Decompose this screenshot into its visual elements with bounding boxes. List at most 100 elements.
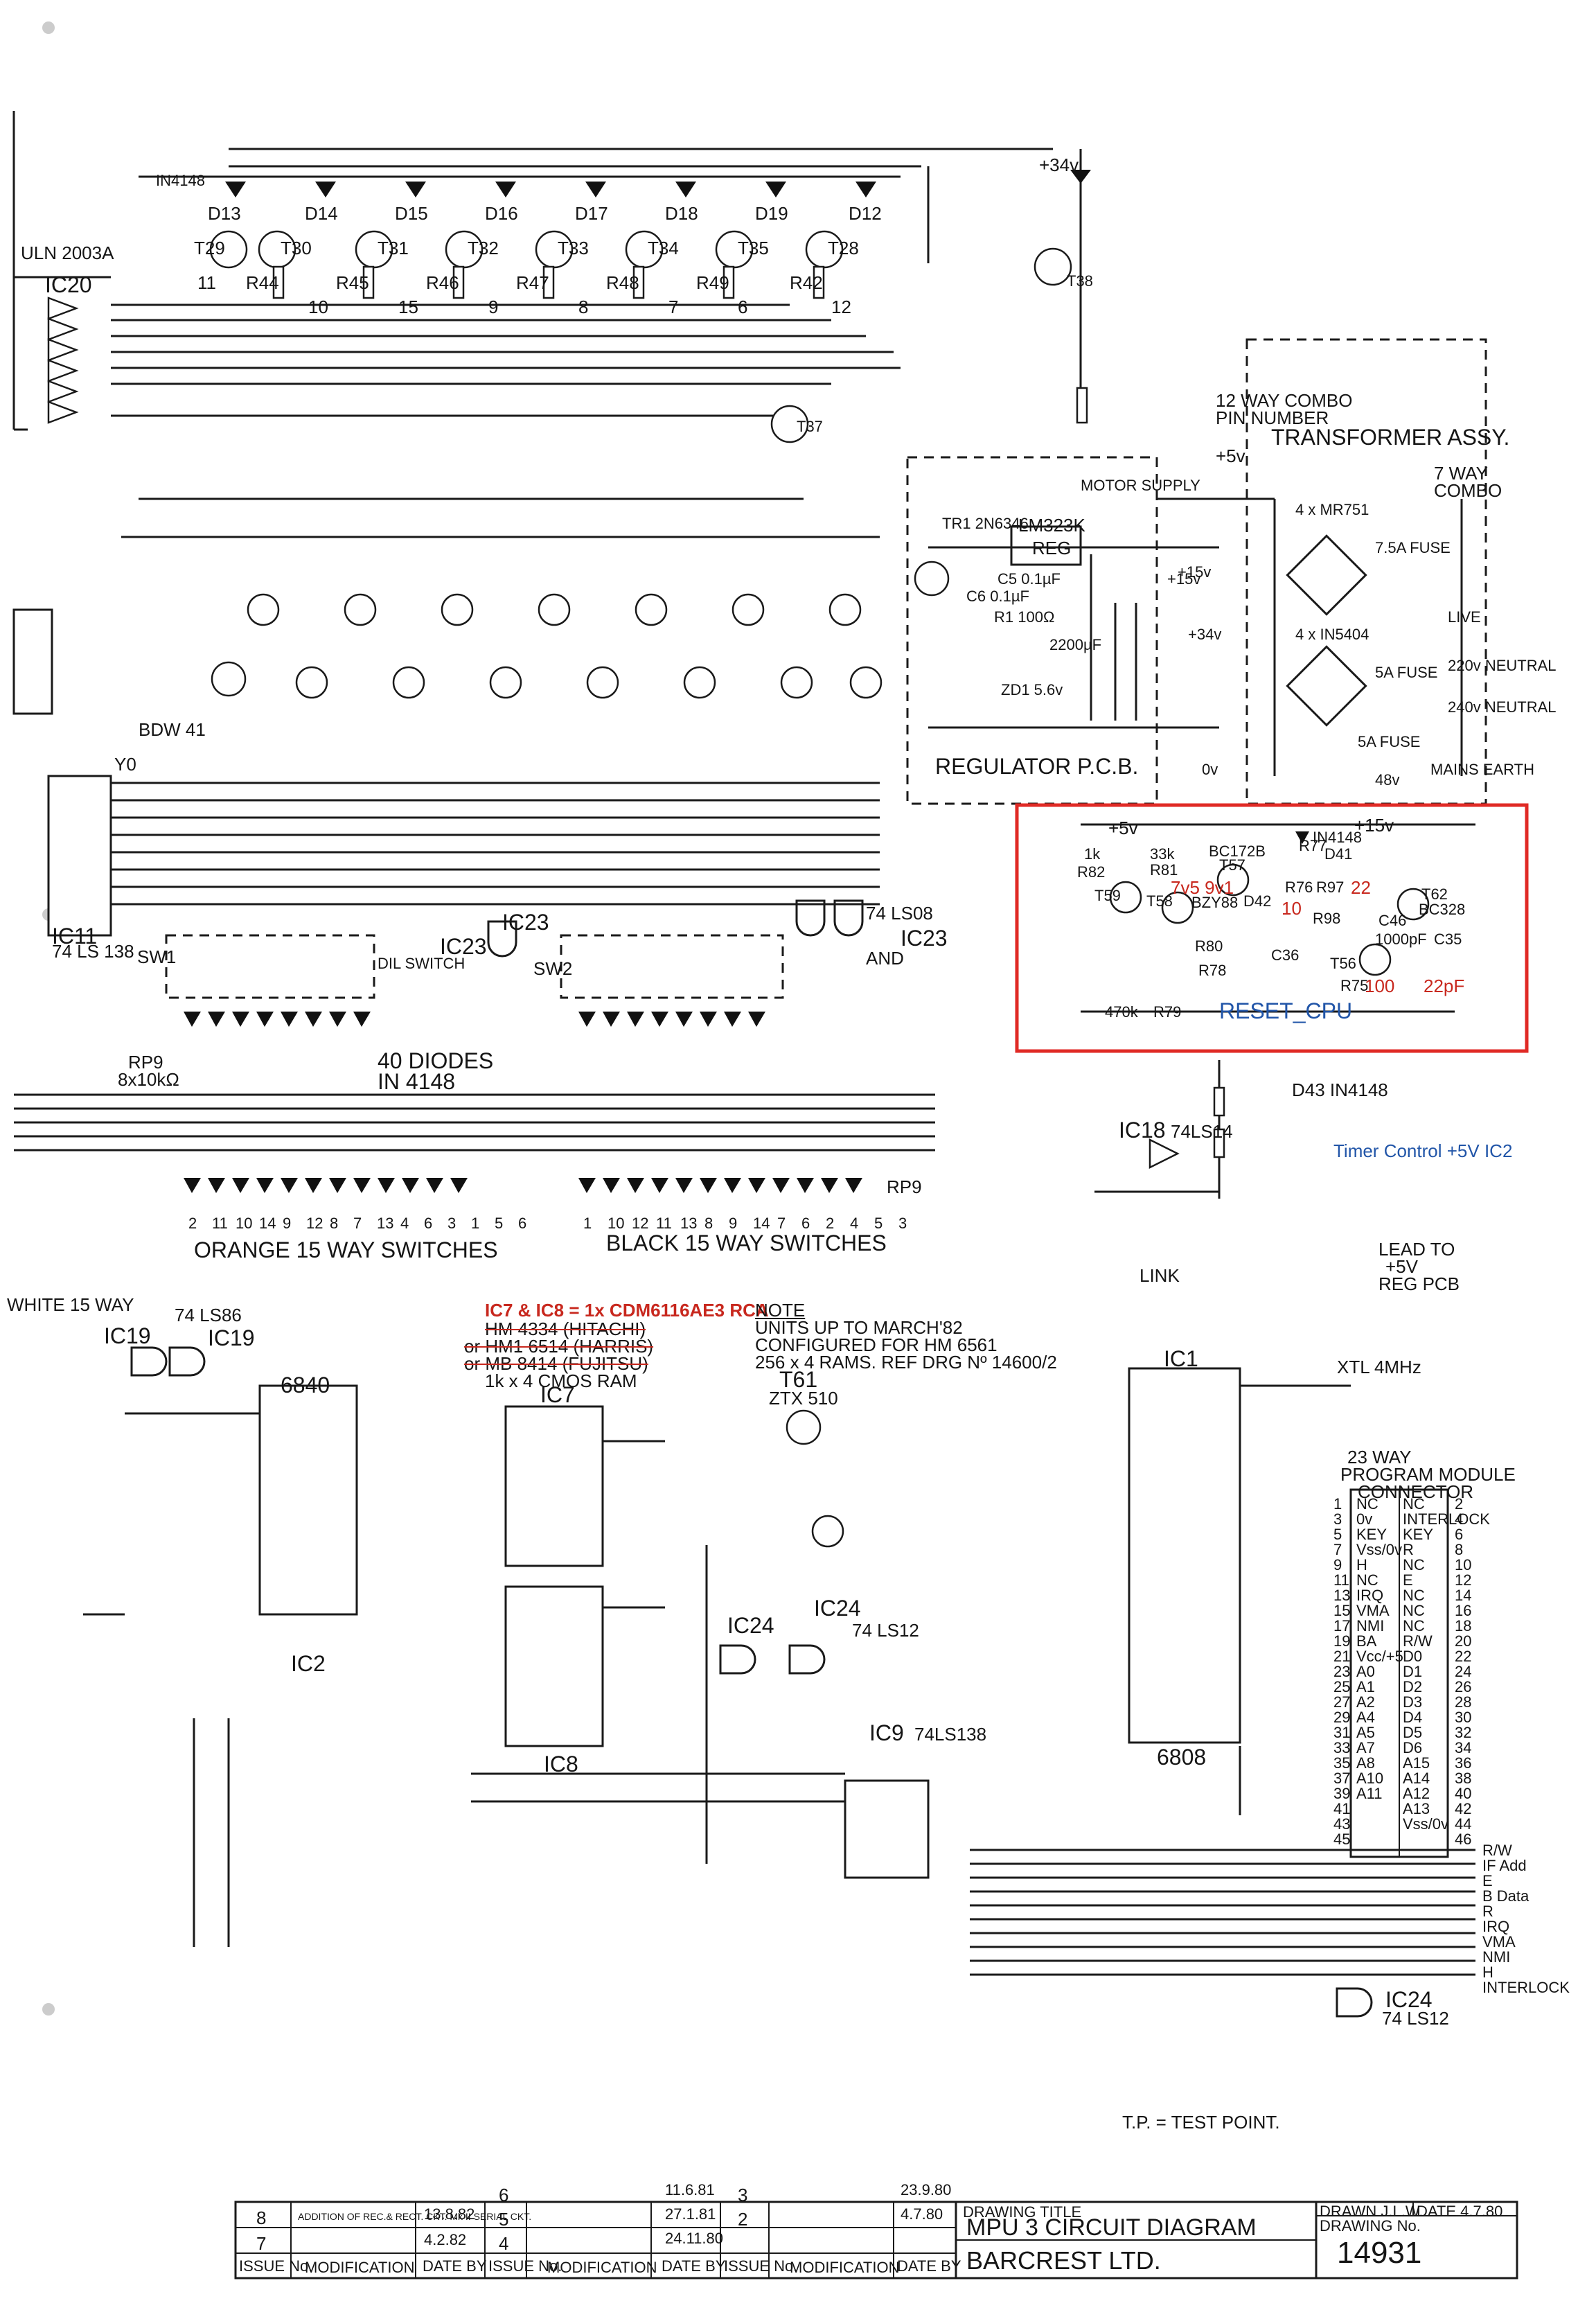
ic24-type-label: 74 LS12 (852, 1620, 919, 1641)
transistor-label: T38 (1067, 272, 1093, 290)
program-signal-right: A15 (1403, 1754, 1430, 1772)
bus-signal-label: NMI (1482, 1948, 1511, 1966)
motor-supply-label: MOTOR SUPPLY (1081, 477, 1200, 494)
program-signal-right: D0 (1403, 1648, 1423, 1665)
transistor-icon (828, 593, 862, 626)
transistor-label: T32 (468, 238, 499, 258)
orange-switch-pin: 10 (236, 1215, 253, 1232)
red-annotation: 100 (1365, 976, 1395, 996)
ic2-type-label: 6840 (281, 1373, 330, 1397)
reset-circuit (1081, 823, 1475, 1013)
transistor-icon (683, 666, 716, 699)
program-signal-right: D3 (1403, 1693, 1423, 1711)
orange-switch-pin: 6 (424, 1215, 433, 1232)
transistor-icon (209, 230, 248, 269)
program-module-label-3: CONNECTOR (1358, 1481, 1474, 1502)
program-signal-right: D5 (1403, 1724, 1423, 1741)
reg-part-label: 48v (1375, 771, 1400, 788)
ic24-type-label: 74 LS12 (1382, 2008, 1449, 2029)
bus-signal-label: IRQ (1482, 1918, 1510, 1935)
diode-icon (765, 182, 786, 197)
black-switch-pin: 2 (826, 1215, 835, 1232)
transistor-label: T30 (281, 238, 312, 258)
punch-hole-icon (42, 21, 55, 34)
note-title: NOTE (755, 1300, 806, 1321)
program-pin-right: 18 (1455, 1617, 1472, 1634)
orange-switch-pin: 14 (259, 1215, 276, 1232)
combo-pin-label: 12 WAY COMBO (1216, 390, 1353, 411)
reg-part-label: 0v (1202, 761, 1218, 778)
orange-switch-pin: 11 (212, 1215, 228, 1232)
resistor-label: R48 (606, 272, 639, 293)
reset-part-label: BC328 (1419, 901, 1466, 918)
orange-switch-pin: 4 (400, 1215, 409, 1232)
issue-number: 3 (738, 2185, 748, 2205)
bus-signal-label: IF Add (1482, 1857, 1527, 1874)
regulator-pcb-label: REGULATOR P.C.B. (935, 754, 1139, 779)
transistor-icon (811, 1515, 844, 1548)
red-annotation: 10 (1282, 898, 1302, 919)
pin-number: 9 (488, 297, 499, 317)
program-module-label: 23 WAY (1347, 1447, 1412, 1467)
program-pin-right: 22 (1455, 1648, 1472, 1665)
reset-part-label: 470k (1105, 1003, 1138, 1021)
resistor-label: R49 (696, 272, 729, 293)
ic23-type-label: 74 LS08 (866, 903, 933, 924)
transistor-icon (586, 666, 619, 699)
t61-label: T61 (779, 1367, 818, 1392)
bus-signal-label: INTERLOCK (1482, 1979, 1570, 1996)
rp9-val-label: 8x10kΩ (118, 1069, 179, 1090)
reset-part-label: +5v (1108, 818, 1138, 838)
reset-part-label: D41 (1324, 845, 1353, 863)
black-switch-pin: 5 (874, 1215, 883, 1232)
ic23-label: IC23 (440, 934, 487, 959)
issue-number: 2 (738, 2209, 748, 2230)
reset-part-label: R77 (1299, 837, 1327, 854)
issue-header: ISSUE No. (488, 2257, 562, 2275)
program-pin-left: 1 (1333, 1495, 1342, 1513)
issue-date: 4.2.82 (424, 2231, 467, 2248)
program-pin-right: 30 (1455, 1709, 1472, 1726)
reg-part-label: R1 100Ω (994, 608, 1055, 626)
ic23-label: IC23 (502, 910, 549, 935)
xtal-label: XTL 4MHz (1337, 1357, 1421, 1377)
issue-number: 8 (256, 2207, 267, 2228)
program-signal-left: A2 (1356, 1693, 1375, 1711)
pin-number: 12 (831, 297, 851, 317)
diode-icon (495, 182, 516, 197)
orange-switch-pin: 9 (283, 1215, 292, 1232)
reset-part-label: C36 (1271, 946, 1300, 964)
transistor-icon (344, 593, 377, 626)
issue-header: ISSUE No. (239, 2257, 313, 2275)
red-annotation: 22pF (1424, 976, 1465, 996)
program-signal-left: A8 (1356, 1754, 1375, 1772)
issue-number: 7 (256, 2233, 267, 2254)
program-signal-right: INTERLOCK (1403, 1510, 1490, 1528)
ic19-type-label: 74 LS86 (175, 1305, 242, 1325)
transistor-label: T28 (828, 238, 859, 258)
ic1-label: IC1 (1164, 1346, 1198, 1371)
issue-date: 27.1.81 (665, 2205, 716, 2223)
mb8414-note: or MB 8414 (FUJITSU) (464, 1353, 648, 1374)
program-pin-right: 40 (1455, 1785, 1472, 1802)
ic23-label: IC23 (901, 926, 948, 951)
reset-part-label: T57 (1219, 856, 1245, 874)
transistor-icon (392, 666, 425, 699)
issue-number: 5 (499, 2209, 509, 2230)
program-signal-right: KEY (1403, 1526, 1434, 1543)
transistor-icon (849, 666, 883, 699)
date-header: DATE BY (423, 2257, 487, 2275)
program-signal-left: NMI (1356, 1617, 1385, 1634)
modification-header: MODIFICATION (305, 2259, 415, 2276)
cpu-section (83, 1346, 1475, 2018)
program-signal-right: D2 (1403, 1678, 1423, 1695)
program-signal-left: A0 (1356, 1663, 1375, 1680)
ic9-type-label: 74LS138 (914, 1724, 987, 1745)
reg-part-label: ZD1 5.6v (1001, 681, 1063, 698)
program-pin-left: 21 (1333, 1648, 1351, 1665)
black-switch-pin: 4 (850, 1215, 859, 1232)
transistor-icon (489, 666, 522, 699)
ic7-ic8-note: IC7 & IC8 = 1x CDM6116AE3 RCA (485, 1300, 769, 1321)
program-pin-right: 6 (1455, 1526, 1464, 1543)
